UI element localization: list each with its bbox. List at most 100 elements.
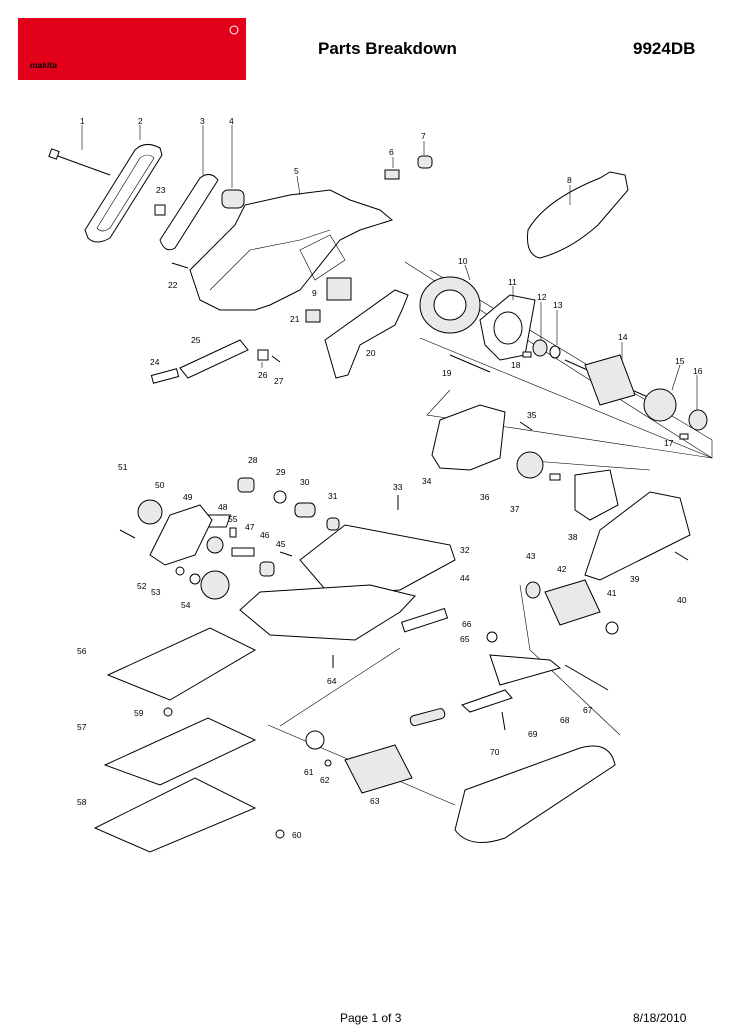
- callout-63: 63: [370, 796, 380, 806]
- callout-5: 5: [294, 166, 299, 176]
- part-58-plate: [93, 777, 257, 853]
- callout-45: 45: [276, 539, 286, 549]
- print-date: 8/18/2010: [633, 1011, 687, 1025]
- callout-37: 37: [510, 504, 520, 514]
- part-31: [326, 517, 340, 531]
- callout-9: 9: [312, 288, 317, 298]
- part-55: [229, 527, 237, 538]
- part-59-screw: [163, 707, 173, 717]
- callout-64: 64: [327, 676, 337, 686]
- callout-28: 28: [248, 455, 258, 465]
- callout-7: 7: [421, 131, 426, 141]
- part-51-screw: [119, 529, 136, 539]
- part-38-cover: [574, 469, 619, 521]
- part-66-ring: [486, 631, 498, 643]
- callout-24: 24: [150, 357, 160, 367]
- part-lever: [489, 654, 562, 686]
- part-67-shaft: [564, 664, 609, 691]
- callout-43: 43: [526, 551, 536, 561]
- part-16-bearing: [688, 409, 708, 431]
- part-27: [271, 355, 281, 363]
- brand-wordmark: makita: [30, 60, 57, 70]
- callout-56: 56: [77, 646, 87, 656]
- part-50-gear: [137, 499, 163, 525]
- part-14-armature: [564, 354, 651, 406]
- part-68-lever: [461, 689, 513, 713]
- part-56-plate: [106, 627, 257, 701]
- part-37: [549, 473, 561, 481]
- part-35-screw: [519, 421, 533, 431]
- part-2-belt: [84, 144, 163, 243]
- part-5-housing: [189, 189, 394, 311]
- leader-lines: [81, 125, 698, 410]
- callout-30: 30: [300, 477, 310, 487]
- part-4-roller: [221, 189, 245, 209]
- part-1-screw: [48, 148, 111, 176]
- part-19-screw: [449, 354, 491, 373]
- part-43-bearing: [525, 581, 541, 599]
- part-69-pin: [501, 711, 506, 731]
- part-25-cord-guard: [179, 339, 249, 379]
- callout-2: 2: [138, 116, 143, 126]
- callout-51: 51: [118, 462, 128, 472]
- part-10-field: [419, 276, 481, 334]
- part-24-cord: [150, 368, 180, 384]
- part-12-bearing: [532, 339, 548, 357]
- callout-10: 10: [458, 256, 468, 266]
- part-11-baffle: [479, 294, 536, 361]
- callout-47: 47: [245, 522, 255, 532]
- part-22-screw: [171, 262, 189, 269]
- part-13-washer: [549, 345, 561, 359]
- callout-52: 52: [137, 581, 147, 591]
- part-40-screw: [674, 551, 689, 561]
- callout-35: 35: [527, 410, 537, 420]
- callout-22: 22: [168, 280, 178, 290]
- page-title: Parts Breakdown: [318, 39, 457, 58]
- part-9-switch: [326, 277, 352, 301]
- callout-70: 70: [490, 747, 500, 757]
- part-57-plate: [103, 717, 257, 786]
- callout-25: 25: [191, 335, 201, 345]
- callout-39: 39: [630, 574, 640, 584]
- part-61-ring: [305, 730, 325, 750]
- callout-38: 38: [568, 532, 578, 542]
- callout-34: 34: [422, 476, 432, 486]
- sanding-belt: [454, 745, 616, 843]
- callout-66: 66: [462, 619, 472, 629]
- part-34-gear-housing: [431, 404, 506, 471]
- callout-14: 14: [618, 332, 628, 342]
- part-45: [279, 551, 293, 557]
- part-42-roller: [544, 579, 601, 626]
- part-44-frame: [299, 524, 456, 596]
- callout-12: 12: [537, 292, 547, 302]
- part-63-roller: [344, 744, 413, 794]
- part-46: [259, 561, 275, 577]
- callout-3: 3: [200, 116, 205, 126]
- callout-21: 21: [290, 314, 300, 324]
- callout-49: 49: [183, 492, 193, 502]
- part-53: [189, 573, 201, 585]
- part-15-fan: [643, 388, 677, 422]
- part-41-washer: [605, 621, 619, 635]
- callout-26: 26: [258, 370, 268, 380]
- part-7-brush-cap: [417, 155, 433, 169]
- part-70-spring: [409, 708, 446, 727]
- part-base-frame: [239, 584, 416, 641]
- part-28: [237, 477, 255, 493]
- part-48-bearing: [206, 536, 224, 554]
- callout-50: 50: [155, 480, 165, 490]
- callout-36: 36: [480, 492, 490, 502]
- callout-20: 20: [366, 348, 376, 358]
- part-36-fan: [516, 451, 544, 479]
- callout-44: 44: [460, 573, 470, 583]
- part-60-screw: [275, 829, 285, 839]
- callout-1: 1: [80, 116, 85, 126]
- callout-59: 59: [134, 708, 144, 718]
- part-54-gear: [200, 570, 230, 600]
- part-23-pin: [154, 204, 166, 216]
- callout-6: 6: [389, 147, 394, 157]
- callout-61: 61: [304, 767, 314, 777]
- callout-53: 53: [151, 587, 161, 597]
- callout-54: 54: [181, 600, 191, 610]
